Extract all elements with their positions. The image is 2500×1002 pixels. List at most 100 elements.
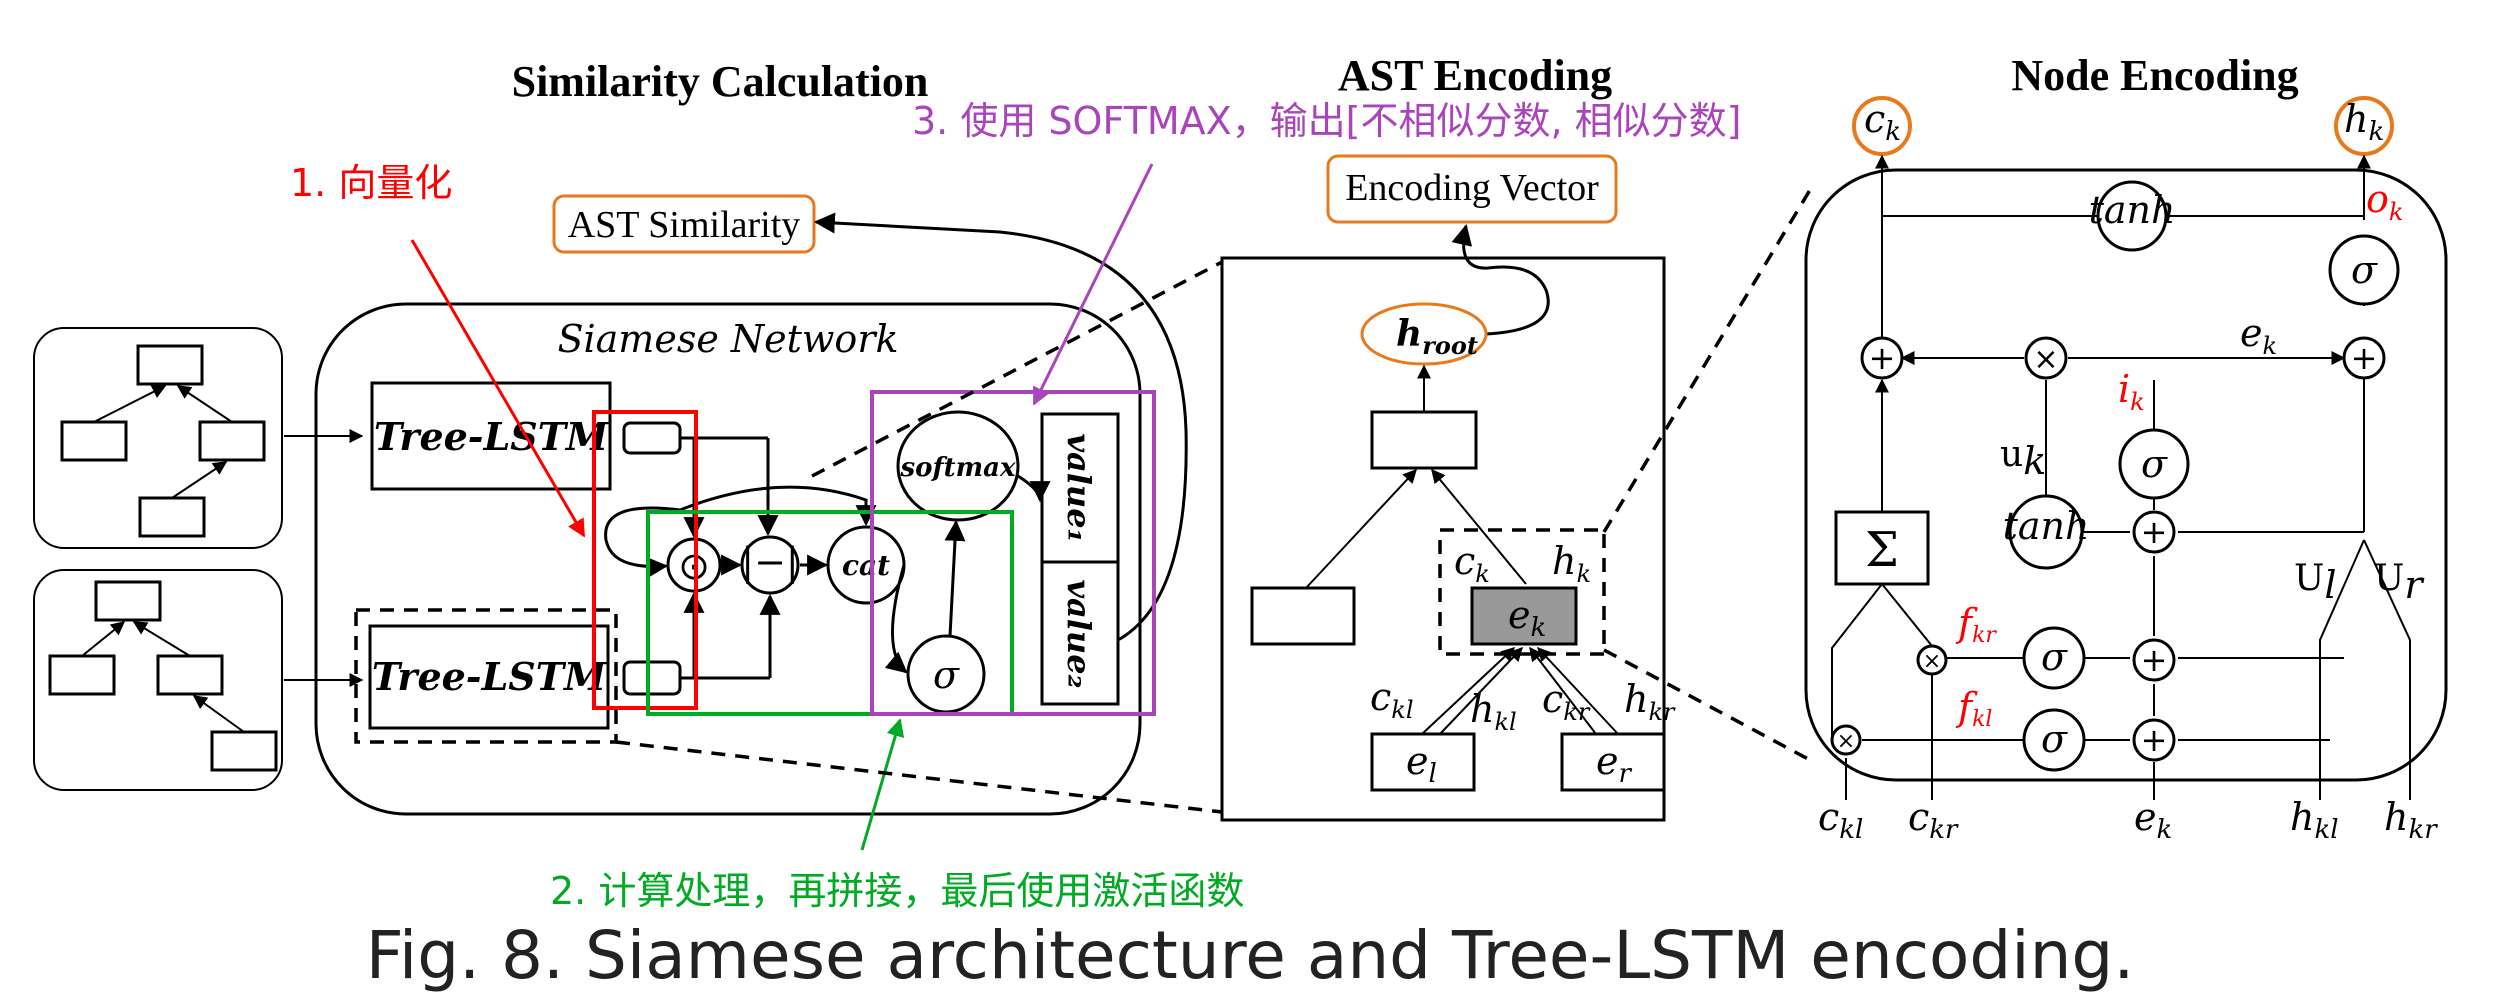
ast-hkr-label: hkr [1624, 677, 1676, 726]
node-times-fkl: × [1830, 724, 1862, 756]
node-plus-fkr: + [2132, 638, 2176, 682]
svg-text:σ: σ [2041, 717, 2068, 761]
svg-text:tanh: tanh [2089, 188, 2176, 232]
svg-text:ek: ek [1508, 593, 1546, 643]
node-ok-label: ok [2366, 177, 2403, 226]
svg-text:AST Similarity: AST Similarity [568, 204, 801, 246]
node-input-ek: ek [2134, 795, 2172, 845]
node-sum-box: Σ [1834, 510, 1930, 586]
svg-text:×: × [1923, 649, 1941, 674]
svg-text:+: + [2351, 339, 2378, 377]
ast-root-box [1370, 410, 1478, 470]
op-abs-diff: |−| [740, 535, 800, 595]
node-hk-output: hk [2334, 96, 2394, 156]
node-uk-label: uk [2000, 434, 2046, 483]
node-times-fkr: × [1916, 644, 1948, 676]
ast-left-box [1250, 586, 1356, 646]
ast-ck-label: ck [1454, 539, 1490, 588]
node-tanh-update: tanh [2003, 494, 2090, 570]
tree-lstm-bottom: Tree-LSTM [368, 624, 610, 730]
figure-caption: Fig. 8. Siamese architecture and Tree-LS… [366, 917, 2135, 994]
svg-text:σ: σ [2141, 442, 2168, 486]
connector-siamese-to-ast-top [811, 260, 1223, 478]
svg-text:tanh: tanh [2003, 504, 2090, 548]
svg-text:el: el [1406, 739, 1437, 789]
node-ik-label: ik [2118, 367, 2145, 416]
ast-er-node: er [1560, 732, 1666, 792]
node-ur-label: Ur [2374, 558, 2425, 607]
connector-ast-to-node-top [1602, 189, 1812, 533]
node-ek-label: ek [2240, 311, 2277, 360]
node-input-hkr: hkr [2384, 795, 2438, 845]
svg-text:σ: σ [933, 653, 960, 697]
siamese-network-label: Siamese Network [557, 317, 898, 361]
svg-text:σ: σ [2351, 248, 2378, 292]
svg-text:+: + [1869, 339, 1896, 377]
svg-text:+: + [2141, 721, 2168, 759]
node-times-top: × [2024, 336, 2068, 380]
svg-text:|−|: |−| [741, 540, 798, 584]
svg-text:+: + [2141, 641, 2168, 679]
node-plus-right: + [2342, 336, 2386, 380]
ast-similarity-box: AST Similarity [552, 194, 816, 254]
node-sigma-fkr: σ [2022, 626, 2086, 690]
vector-top [622, 421, 682, 455]
annotation-step1: 1. 向量化 [290, 161, 452, 205]
node-encoding-panel [1804, 168, 2448, 782]
value1-label: value₁ [1060, 433, 1098, 542]
ast-hk-label: hk [1552, 539, 1591, 588]
ast-el-node: el [1370, 732, 1476, 792]
node-sigma-input-gate: σ [2118, 428, 2190, 500]
svg-text:Σ: Σ [1865, 522, 1899, 578]
node-input-hkl: hkl [2290, 795, 2339, 845]
svg-text:Tree-LSTM: Tree-LSTM [374, 414, 609, 459]
svg-text:cat: cat [842, 549, 890, 582]
svg-text:σ: σ [2041, 635, 2068, 679]
input-tree-top [33, 327, 283, 549]
h-root-node: hroot [1360, 302, 1488, 366]
highlight-step3-softmax [870, 390, 1156, 716]
node-input-ckr: ckr [1908, 795, 1959, 845]
op-cat: cat [826, 525, 906, 605]
node-fkr-label: fkr [1955, 601, 1997, 648]
highlight-step2-compute [646, 510, 1014, 716]
node-ul-label: Ul [2294, 558, 2337, 607]
svg-text:ck: ck [1864, 97, 1901, 147]
highlight-step1-vectorize [592, 410, 698, 710]
ast-hkl-label: hkl [1470, 687, 1517, 736]
value-output-box: value₁ value₂ [1040, 412, 1120, 706]
node-plus-left: + [1860, 336, 1904, 380]
svg-text:er: er [1596, 739, 1633, 789]
connector-siamese-to-ast-bottom [615, 740, 1223, 814]
tree-lstm-top: Tree-LSTM [370, 381, 612, 491]
input-tree-bottom [33, 569, 283, 791]
ast-ek-node: ek [1470, 586, 1578, 646]
title-ast-encoding: AST Encoding [1338, 51, 1612, 100]
value2-label: value₂ [1060, 579, 1098, 688]
svg-text:+: + [2141, 513, 2168, 551]
connector-ast-to-node-bottom [1603, 648, 1811, 762]
node-sigma-output-gate: σ [2328, 234, 2400, 306]
vector-bottom [622, 660, 682, 696]
svg-text:×: × [2033, 342, 2058, 377]
title-node-encoding: Node Encoding [2011, 51, 2298, 100]
svg-text:hroot: hroot [1396, 313, 1478, 360]
annotation-step2: 2. 计算处理，再拼接，最后使用激活函数 [550, 869, 1244, 913]
node-sigma-fkl: σ [2022, 708, 2086, 772]
ast-ckl-label: ckl [1370, 675, 1414, 724]
encoding-vector-box: Encoding Vector [1326, 154, 1618, 224]
ast-encoding-panel [1220, 256, 1666, 822]
siamese-network-panel: Siamese Network [314, 302, 1142, 816]
svg-text:hk: hk [2344, 97, 2384, 147]
svg-text:×: × [1837, 729, 1855, 754]
sigma-node: σ [906, 634, 986, 714]
node-plus-fkl: + [2132, 718, 2176, 762]
node-tanh-top: tanh [2089, 180, 2176, 252]
svg-text:Tree-LSTM: Tree-LSTM [372, 654, 607, 699]
node-fkl-label: fkl [1955, 685, 1992, 732]
svg-text:softmax: softmax [899, 453, 1016, 483]
softmax-node: softmax [896, 410, 1020, 522]
annotation-step3: 3. 使用 SOFTMAX，输出[不相似分数, 相似分数] [912, 99, 1741, 143]
title-similarity-calculation: Similarity Calculation [512, 57, 929, 106]
node-plus-update: + [2132, 510, 2176, 554]
